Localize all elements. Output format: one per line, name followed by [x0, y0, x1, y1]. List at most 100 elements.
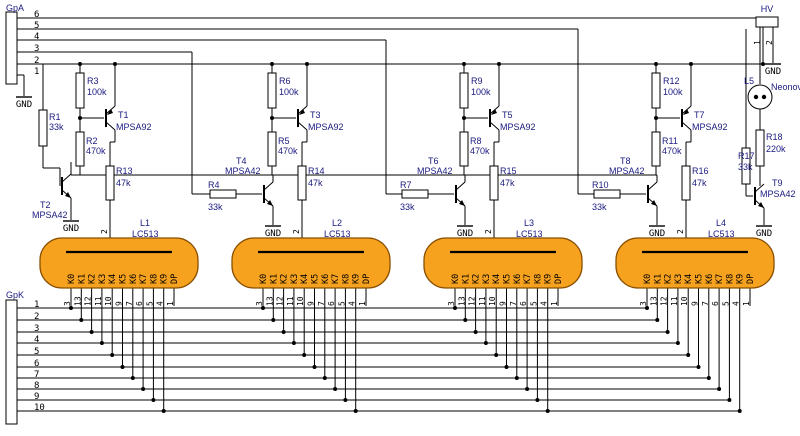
tube-type: LC513	[132, 229, 159, 239]
cathode-name-k5: K5	[119, 274, 129, 284]
tube-label: L4	[716, 218, 726, 228]
junction-dot	[473, 330, 478, 334]
cathode-pin-number: 10	[680, 296, 689, 306]
junction-dot	[727, 398, 732, 402]
cathode-name-k4: K4	[492, 274, 502, 284]
res-value: 47k	[308, 178, 323, 188]
cathode-name-k0: K0	[451, 274, 461, 284]
t9-label: T9	[772, 178, 783, 188]
gpk-pin-number: 6	[34, 359, 39, 369]
tube-label: L2	[332, 218, 342, 228]
junction-dot	[89, 330, 94, 334]
junction-dot	[322, 376, 327, 380]
cathode-pin-number: 4	[732, 301, 741, 306]
junction-dot	[665, 330, 670, 334]
ground-label: GND	[16, 100, 32, 110]
gpk-pin-number: 9	[34, 392, 39, 402]
cathode-name-k2: K2	[664, 274, 674, 284]
cathode-name-k7: K7	[715, 274, 725, 284]
junction-dot	[151, 398, 156, 402]
r18-value: 220k	[766, 144, 786, 154]
resistor-r6	[267, 72, 277, 109]
cathode-pin-number: 11	[670, 296, 679, 306]
junction-dot	[343, 398, 348, 402]
junction-dot	[655, 318, 660, 322]
r18-label: R18	[766, 132, 783, 142]
pnp-type: MPSA92	[692, 122, 728, 132]
gpk-pin-number: 10	[34, 403, 45, 413]
cathode-pin-number: 9	[115, 301, 124, 306]
pnp-type: MPSA92	[116, 122, 152, 132]
cathode-pin-number: 9	[307, 301, 316, 306]
res-label: R13	[116, 166, 133, 176]
anode-pin-number: 2	[676, 229, 685, 234]
cathode-name-k4: K4	[300, 274, 310, 284]
cathode-pin-number: 5	[721, 301, 730, 306]
neon-type: Neonovka	[771, 82, 800, 92]
cathode-name-k9: K9	[160, 274, 170, 284]
res-value: 100k	[471, 87, 491, 97]
cathode-name-k4: K4	[108, 274, 118, 284]
junction-dot	[270, 62, 274, 66]
res-value: 470k	[470, 146, 490, 156]
cathode-name-k2: K2	[472, 274, 482, 284]
res-label: R14	[308, 166, 325, 176]
hv-connector-label: HV	[761, 4, 774, 14]
pnp-type: MPSA92	[500, 122, 536, 132]
cathode-name-k5: K5	[311, 274, 321, 284]
cathode-pin-number: 12	[660, 296, 669, 306]
transistor-t5	[489, 105, 500, 131]
gpa-pin-number: 5	[34, 21, 39, 31]
gpk-pin-number: 3	[34, 324, 39, 334]
anode-pin-number: 2	[484, 229, 493, 234]
junction-dot	[333, 387, 338, 391]
junction-dot	[497, 62, 501, 66]
res-label: R12	[663, 76, 680, 86]
junction-dot	[271, 318, 276, 322]
transistor-t2	[61, 173, 72, 199]
cathode-pin-number: 3	[639, 301, 648, 306]
npn-label: T4	[236, 156, 247, 166]
cathode-name-k6: K6	[321, 274, 331, 284]
npn-type: MPSA42	[225, 166, 261, 176]
neon-lamp-l5	[747, 84, 773, 110]
res-label: R11	[662, 136, 678, 146]
cathode-name-k7: K7	[523, 274, 533, 284]
gpa-pin-number: 1	[34, 67, 39, 77]
junction-dot	[686, 353, 691, 357]
cathode-name-k9: K9	[544, 274, 554, 284]
cathode-name-k0: K0	[67, 274, 77, 284]
junction-dot	[78, 62, 82, 66]
junction-dot	[504, 365, 509, 369]
cathode-name-k1: K1	[77, 274, 87, 284]
cathode-name-k6: K6	[129, 274, 139, 284]
cathode-name-k3: K3	[98, 274, 108, 284]
cathode-name-dp: DP	[362, 274, 372, 284]
res-value: 100k	[87, 87, 107, 97]
res-label: R5	[278, 136, 290, 146]
rbase-label: R4	[208, 180, 220, 190]
transistor-t9	[754, 183, 765, 209]
cathode-pin-number: 1	[742, 301, 751, 306]
gpk-pin-number: 5	[34, 347, 39, 357]
cathode-name-k8: K8	[149, 274, 159, 284]
cathode-pin-number: 13	[73, 296, 82, 306]
junction-dot	[130, 376, 135, 380]
gpa-pin-number: 2	[34, 56, 39, 66]
junction-dot	[99, 341, 104, 345]
junction-dot	[514, 376, 519, 380]
neon-electrode	[761, 94, 767, 100]
res-label: R9	[471, 76, 483, 86]
neon-label: L5	[744, 76, 754, 86]
cathode-pin-number: 5	[145, 301, 154, 306]
cathode-name-k2: K2	[280, 274, 290, 284]
nixie-tube-l2	[231, 237, 391, 289]
cathode-pin-number: 7	[125, 301, 134, 306]
junction-dot	[110, 353, 115, 357]
junction-dot	[535, 398, 540, 402]
resistor-r9	[459, 72, 469, 109]
cathode-pin-number: 10	[104, 296, 113, 306]
cathode-name-dp: DP	[554, 274, 564, 284]
cathode-pin-number: 12	[468, 296, 477, 306]
